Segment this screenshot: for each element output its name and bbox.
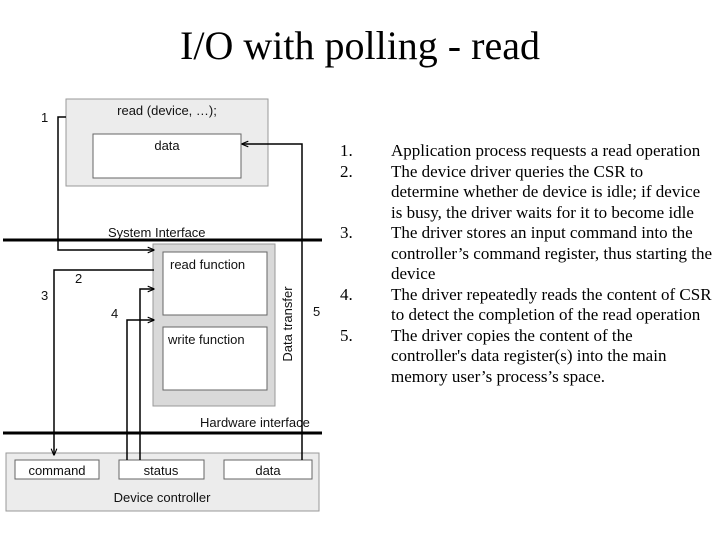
arrow-1 (57, 116, 154, 250)
step-number: 1. (340, 141, 353, 160)
arrow-number-3: 3 (41, 288, 48, 303)
step-item: 4. The driver repeatedly reads the conten… (340, 285, 712, 326)
step-text: The driver stores an input command into … (391, 223, 712, 283)
arrow-5 (242, 144, 303, 460)
step-text: The driver repeatedly reads the content … (391, 284, 712, 325)
step-item: 3. The driver stores an input command int… (340, 223, 712, 285)
step-item: 5. The driver copies the content of the c… (340, 326, 712, 388)
read-function-label: read function (170, 257, 245, 272)
step-number: 3. (340, 223, 353, 242)
arrow-number-2: 2 (75, 271, 82, 286)
arrow-4 (126, 320, 154, 460)
step-item: 2. The device driver queries the CSR to d… (340, 162, 712, 224)
arrow-number-5: 5 (313, 304, 320, 319)
command-register (14, 459, 100, 480)
step-text: Application process requests a read oper… (391, 141, 701, 160)
step-text: The driver copies the content of the con… (391, 325, 667, 386)
status-register-label: status (144, 463, 179, 478)
command-register-label: command (28, 463, 85, 478)
read-function-box (162, 251, 268, 316)
write-function-box (162, 326, 268, 391)
step-number: 4. (340, 284, 353, 304)
arrow-3 (54, 269, 154, 455)
status-register (118, 459, 205, 480)
arrow-2 (139, 289, 154, 460)
step-text: The device driver queries the CSR to det… (391, 161, 701, 222)
arrow-number-1: 1 (41, 110, 48, 125)
user-data-box (92, 133, 242, 179)
arrow-number-4: 4 (111, 306, 118, 321)
step-item: 1. Application process requests a read op… (340, 141, 712, 162)
steps-list: 1. Application process requests a read op… (340, 141, 712, 387)
data-transfer-label: Data transfer (280, 286, 295, 362)
device-controller-label: Device controller (114, 490, 211, 505)
data-register-label: data (255, 463, 281, 478)
user-data-label: data (154, 138, 180, 153)
step-number: 5. (340, 325, 353, 345)
step-number: 2. (340, 161, 353, 181)
data-register (223, 459, 313, 480)
write-function-label: write function (167, 332, 245, 347)
page-title: I/O with polling - read (180, 23, 540, 68)
system-interface-label: System Interface (108, 225, 206, 240)
read-call-label: read (device, …); (117, 103, 217, 118)
hardware-interface-label: Hardware interface (200, 415, 310, 430)
